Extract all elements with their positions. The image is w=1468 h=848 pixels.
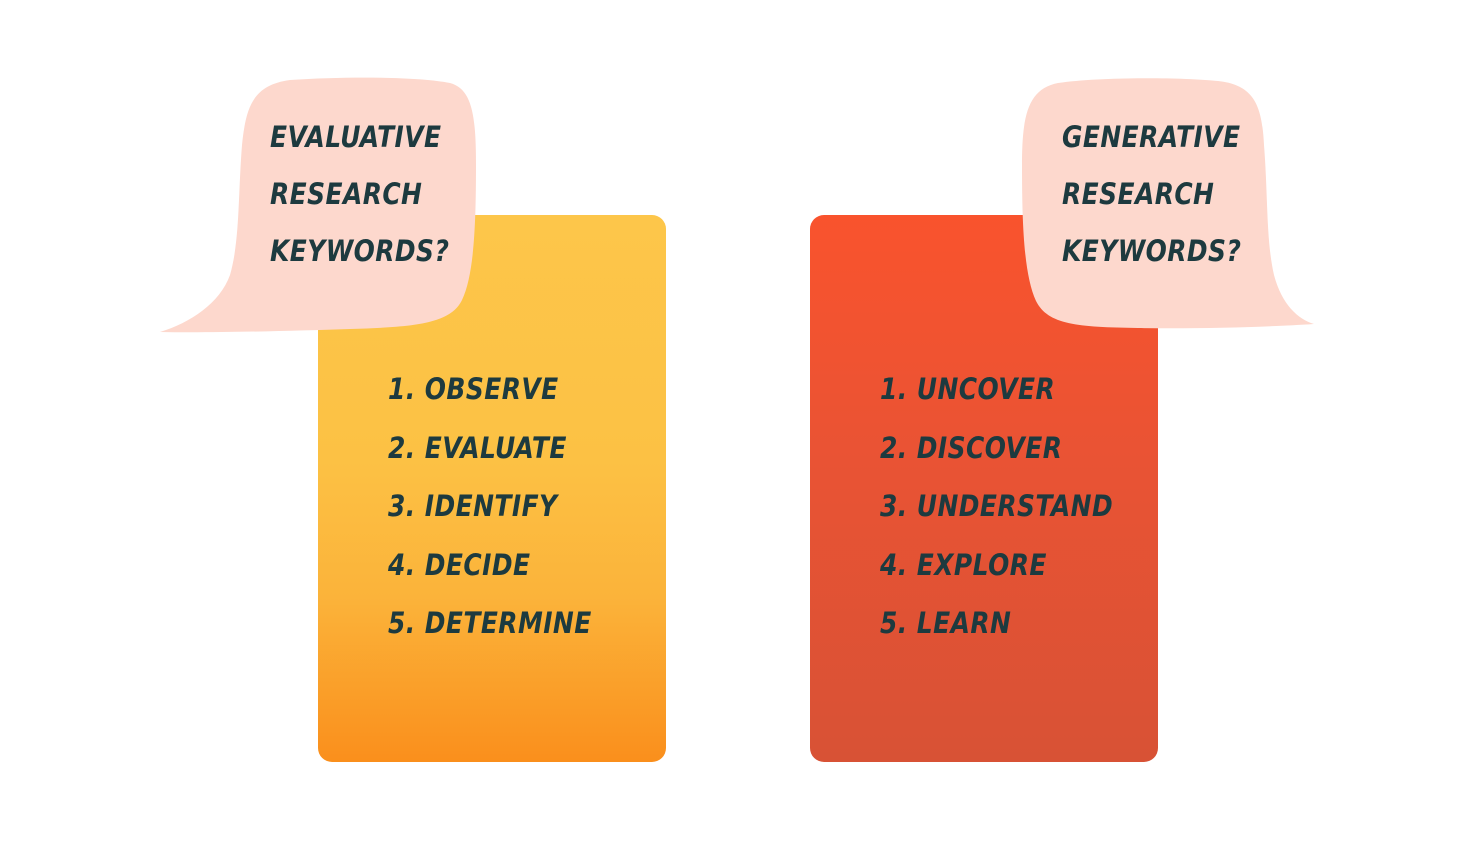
speech-bubble-icon [1022, 78, 1314, 329]
bubble-line: KEYWORDS? [270, 234, 450, 268]
list-item: 4. EXPLORE [880, 547, 1047, 582]
bubble-line: GENERATIVE [1062, 120, 1241, 154]
generative-bubble-text: GENERATIVE RESEARCH KEYWORDS? [1062, 109, 1241, 280]
generative-keyword-list: 1. UNCOVER 2. DISCOVER 3. UNDERSTAND 4. … [880, 360, 1151, 653]
evaluative-speech-bubble: EVALUATIVE RESEARCH KEYWORDS? [150, 75, 490, 340]
bubble-line: KEYWORDS? [1062, 234, 1242, 268]
list-item: 1. UNCOVER [880, 372, 1056, 406]
speech-bubble-icon [160, 77, 476, 333]
list-item: 2. EVALUATE [388, 430, 567, 465]
list-item: 2. DISCOVER [880, 430, 1063, 465]
list-item: 5. DETERMINE [388, 606, 592, 641]
evaluative-keywords-card: 1. OBSERVE 2. EVALUATE 3. IDENTIFY 4. DE… [318, 215, 666, 762]
evaluative-bubble-text: EVALUATIVE RESEARCH KEYWORDS? [270, 109, 449, 280]
generative-speech-bubble: GENERATIVE RESEARCH KEYWORDS? [1018, 75, 1318, 340]
evaluative-keyword-list: 1. OBSERVE 2. EVALUATE 3. IDENTIFY 4. DE… [388, 360, 625, 653]
bubble-line: RESEARCH [270, 177, 423, 211]
list-item: 5. LEARN [880, 606, 1012, 641]
list-item: 1. OBSERVE [388, 372, 559, 406]
list-item: 3. IDENTIFY [388, 489, 558, 524]
list-item: 4. DECIDE [388, 547, 531, 582]
bubble-line: EVALUATIVE [270, 120, 442, 154]
list-item: 3. UNDERSTAND [880, 489, 1114, 524]
bubble-line: RESEARCH [1062, 177, 1215, 211]
